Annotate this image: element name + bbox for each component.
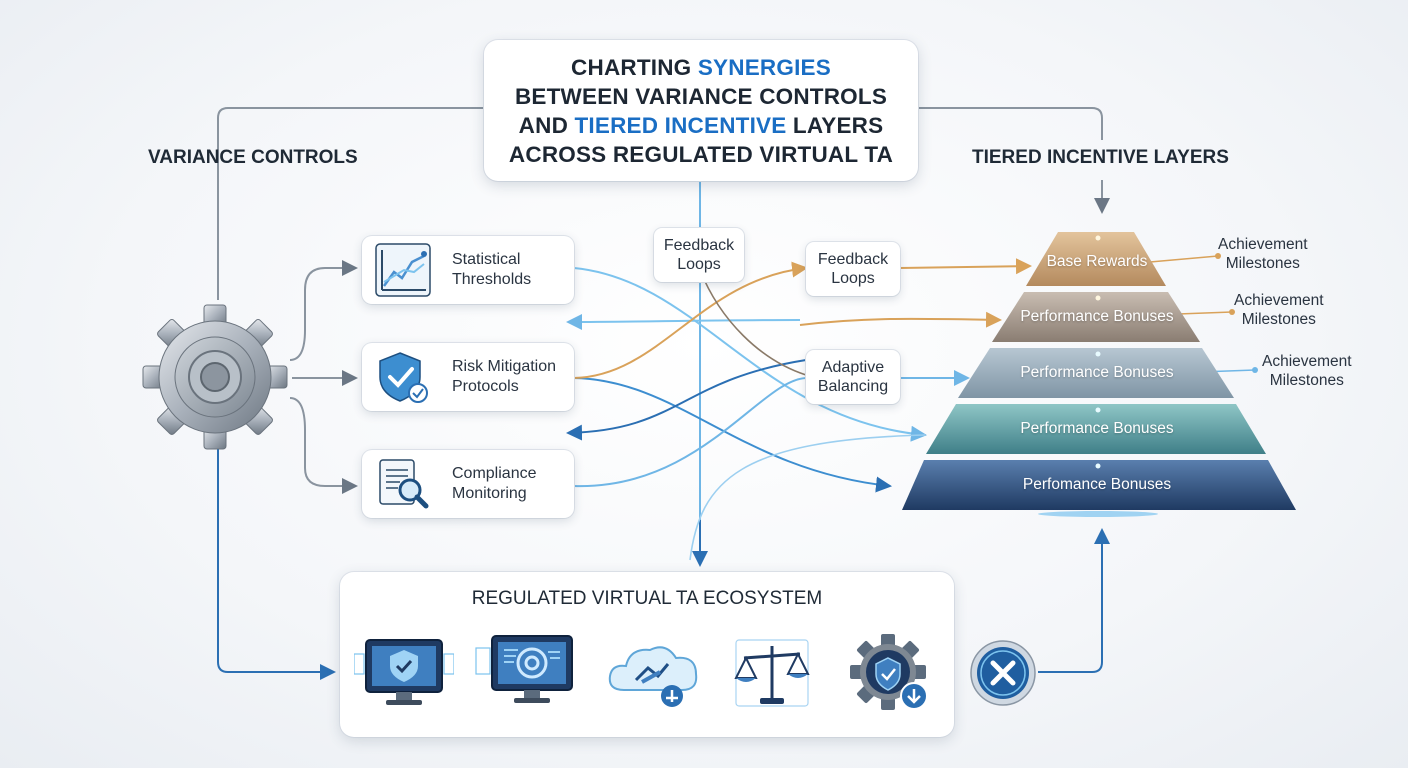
feedback-loops-node[interactable]: Feedback Loops (806, 242, 900, 296)
risk-mitigation-line2: Protocols (452, 378, 519, 395)
risk-mitigation-line1: Risk Mitigation (452, 358, 557, 375)
feedback-loops-line1: Feedback (817, 251, 889, 268)
statistical-thresholds-card[interactable]: Statistical Thresholds (362, 236, 574, 304)
center-feedback-loops-node[interactable]: Feedback Loops (654, 228, 744, 282)
gear-icon (142, 304, 288, 450)
tier-performance-bonuses-3 (958, 348, 1234, 398)
line-chart-icon (370, 241, 436, 299)
document-magnifier-icon (370, 455, 436, 513)
adaptive-balancing-node[interactable]: Adaptive Balancing (806, 350, 900, 404)
scales-icon (734, 639, 810, 707)
tier-label-4: Performance Bonuses (1020, 420, 1174, 437)
tier-label-3: Performance Bonuses (1020, 364, 1174, 381)
title-line-2: BETWEEN VARIANCE CONTROLS (514, 83, 888, 109)
feedback-loops-line2: Loops (831, 270, 875, 287)
risk-mitigation-card[interactable]: Risk Mitigation Protocols (362, 343, 574, 411)
compliance-monitoring-line2: Monitoring (452, 485, 527, 502)
ecosystem-title: REGULATED VIRTUAL TA ECOSYSTEM (471, 588, 823, 609)
title-line-1: CHARTING SYNERGIES (571, 54, 831, 80)
statistical-thresholds-line1: Statistical (452, 251, 521, 268)
gear-shield-icon (850, 634, 928, 710)
title-box: CHARTING SYNERGIES BETWEEN VARIANCE CONT… (484, 40, 918, 181)
variance-controls-label: VARIANCE CONTROLS (148, 147, 358, 168)
compliance-monitoring-card[interactable]: Compliance Monitoring (362, 450, 574, 518)
title-line-4: ACROSS REGULATED VIRTUAL TA (508, 141, 894, 167)
shield-check-icon (370, 348, 436, 406)
tier-label-2: Performance Bonuses (1020, 308, 1174, 325)
ecosystem-box: REGULATED VIRTUAL TA ECOSYSTEM (340, 572, 954, 737)
adaptive-balancing-line1: Adaptive (821, 359, 885, 376)
badge-cross-icon (970, 640, 1036, 706)
tier-label-1: Base Rewards (1046, 253, 1148, 270)
statistical-thresholds-line2: Thresholds (452, 271, 532, 288)
center-feedback-line2: Loops (677, 256, 721, 273)
incentive-pyramid (902, 232, 1296, 517)
tier-base-rewards (1026, 232, 1166, 286)
tier-performance-bonuses-4 (926, 404, 1266, 454)
tiered-incentive-layers-label: TIERED INCENTIVE LAYERS (972, 147, 1229, 168)
compliance-monitoring-line1: Compliance (452, 465, 537, 482)
title-line-3: AND TIERED INCENTIVE LAYERS (518, 112, 884, 138)
tier-performance-bonuses-5 (902, 460, 1296, 510)
center-feedback-line1: Feedback (663, 237, 735, 254)
adaptive-balancing-line2: Balancing (817, 378, 889, 395)
monitor-shield-icon (354, 639, 454, 705)
cloud-network-icon (608, 646, 698, 707)
tier-label-5: Perfomance Bonuses (1022, 476, 1172, 493)
tier-performance-bonuses-2 (992, 292, 1200, 342)
monitor-target-icon (475, 635, 573, 703)
